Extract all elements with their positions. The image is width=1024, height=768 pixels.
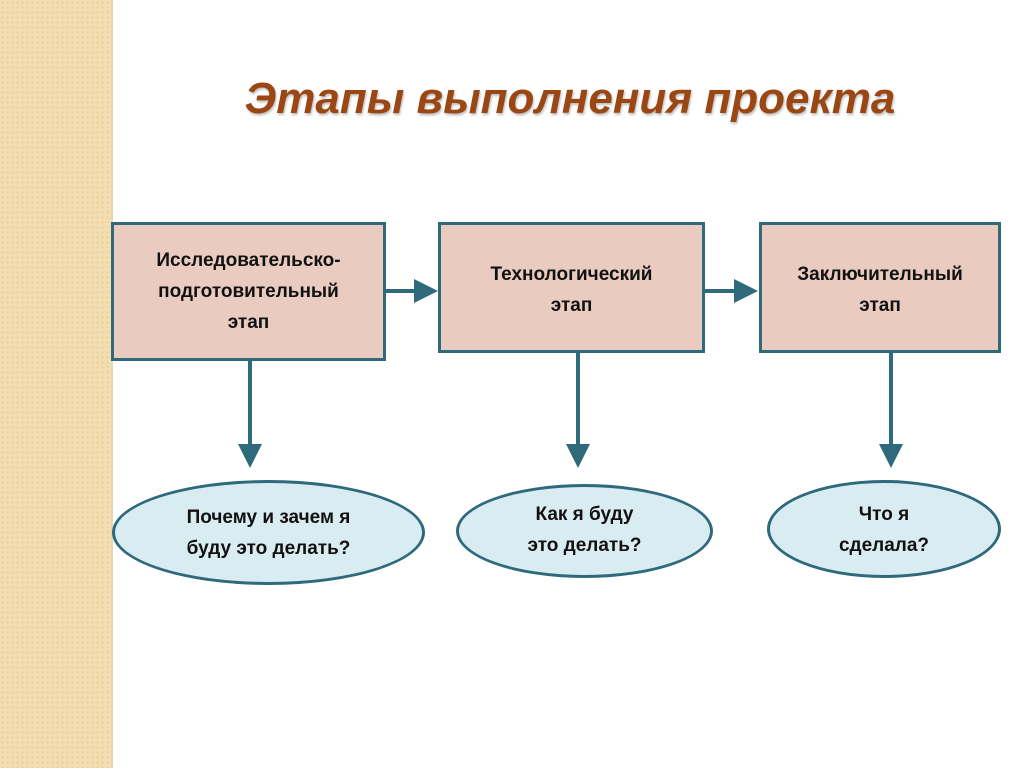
question-ellipse-how: Как я буду это делать? xyxy=(456,484,713,578)
stage-label: Исследовательско- подготовительный этап xyxy=(156,250,341,333)
question-ellipse-why: Почему и зачем я буду это делать? xyxy=(112,480,425,585)
stage-label: Заключительный этап xyxy=(797,264,963,316)
slide-title: Этапы выполнения проекта xyxy=(244,74,896,123)
decorative-side-strip xyxy=(0,0,113,768)
question-ellipse-what: Что я сделала? xyxy=(767,480,1001,578)
stage-box-technological: Технологический этап xyxy=(438,222,705,353)
question-text: Как я буду это делать? xyxy=(527,504,642,556)
stage-box-final: Заключительный этап xyxy=(759,222,1001,353)
question-text: Почему и зачем я буду это делать? xyxy=(186,506,351,559)
stage-box-research: Исследовательско- подготовительный этап xyxy=(111,222,386,361)
question-text: Что я сделала? xyxy=(838,504,930,556)
stage-label: Технологический этап xyxy=(490,264,653,316)
